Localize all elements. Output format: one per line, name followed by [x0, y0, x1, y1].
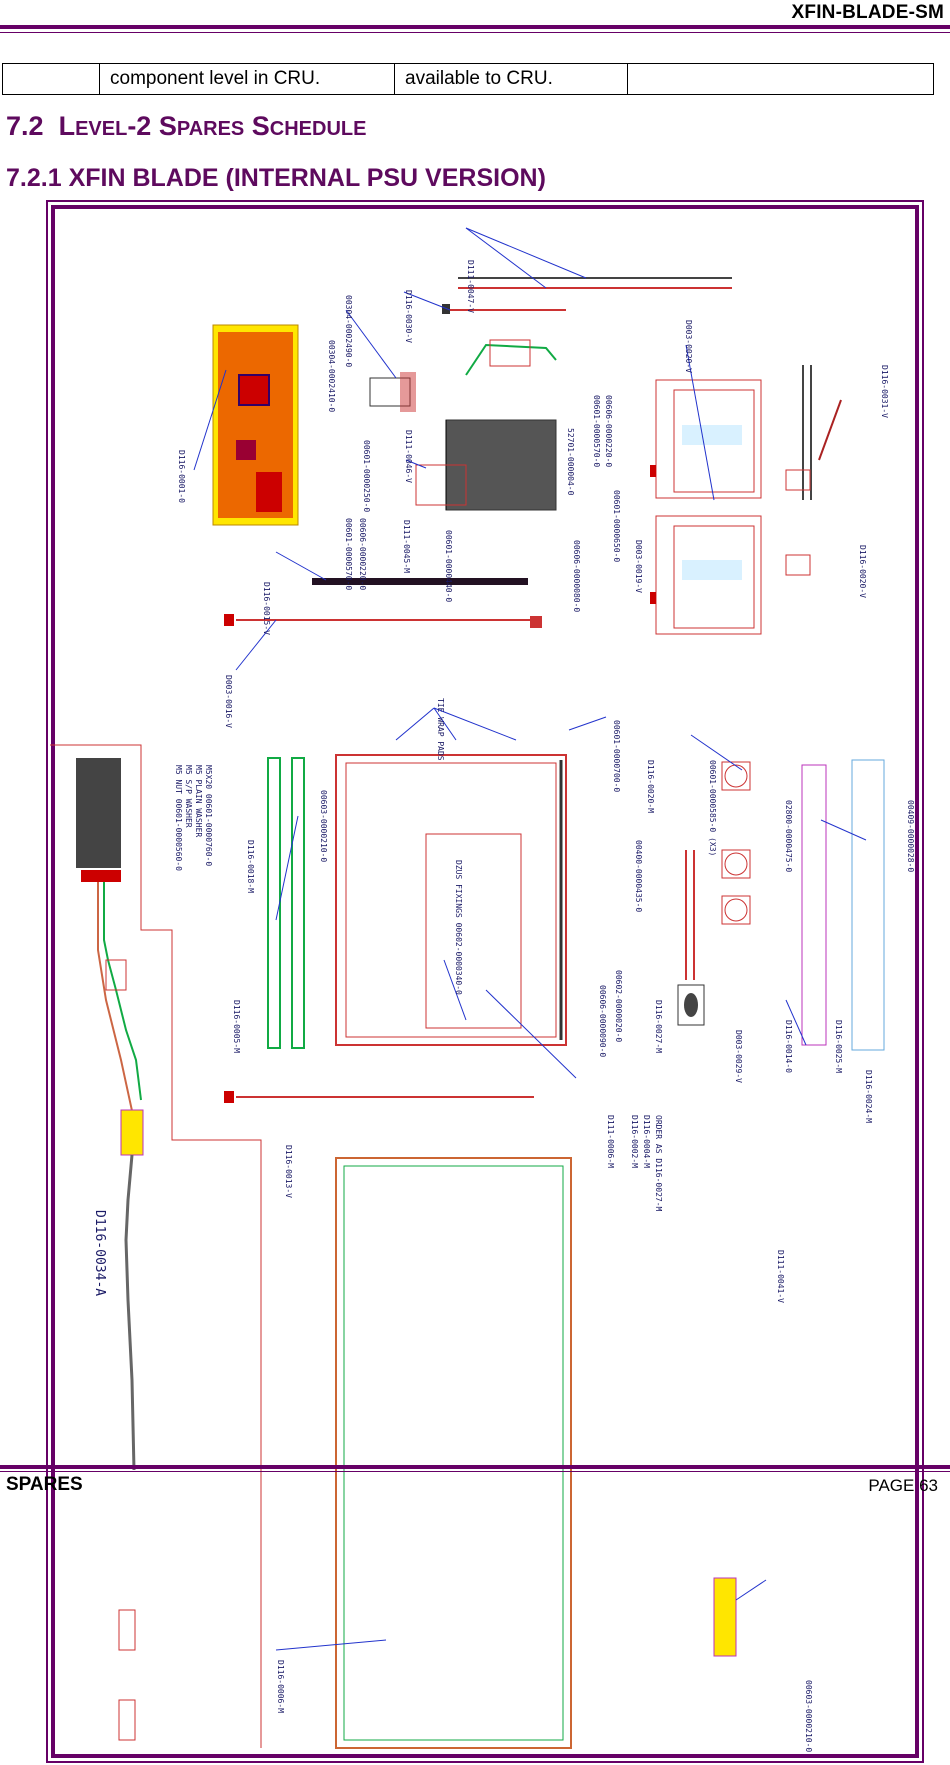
ribbon-cable [312, 578, 528, 585]
table-cell: component level in CRU. [99, 63, 395, 95]
main-pcb [212, 324, 299, 526]
part-number-label: D116-0014-0 [784, 1020, 793, 1073]
header-rule-thick [0, 25, 950, 29]
cru-table: component level in CRU. available to CRU… [2, 63, 934, 95]
part-number-label: M5 PLAIN WASHER [194, 765, 203, 837]
part-number-label: D111-0041-V [776, 1250, 785, 1303]
part-number-label: D116-0027-M [654, 1000, 663, 1053]
part-number-label: D116-0031-V [880, 365, 889, 418]
part-number-label: D116-0020-M [646, 760, 655, 813]
part-number-label: 00606-0000080-0 [572, 540, 581, 612]
part-number-label: 02800-0000475-0 [784, 800, 793, 872]
part-number-label: M5 NUT 00601-0000560-0 [174, 765, 183, 871]
document-code: XFIN-BLADE-SM [791, 2, 944, 23]
part-number-label: D003-0029-V [734, 1030, 743, 1083]
part-number-label: D116-0020-V [858, 545, 867, 598]
part-number-label: 00601-0000440-0 [444, 530, 453, 602]
drive-bay-upper [650, 379, 762, 499]
assembly-outline [50, 744, 262, 1748]
fan-assembly [721, 761, 751, 925]
part-number-label: 00603-0000210-0 [319, 790, 328, 862]
part-number-label: 00606-0000090-0 [598, 985, 607, 1057]
exploded-parts-drawing: D111-0047-V D116-0030-V 00304-0002490-0 003… [46, 200, 924, 1763]
part-number-label: 00606-0000220-0 [358, 518, 367, 590]
part-number-label: D116-0004-M [642, 1115, 651, 1168]
header-rule-thin [0, 32, 950, 33]
table-cell: available to CRU. [394, 63, 628, 95]
part-number-label: 00601-0000250-0 [362, 440, 371, 512]
section-number: 7.2 [6, 111, 44, 141]
part-number-label: D111-0045-M [402, 520, 411, 573]
interface-board [713, 1577, 737, 1657]
part-number-label: 00601-0000700-0 [612, 720, 621, 792]
part-number-label: 00601-0000585-0 (X3) [708, 760, 717, 856]
part-number-label: 00601-0000570-0 [344, 518, 353, 590]
part-number-label: D003-0016-V [224, 675, 233, 728]
footer-section-name: SPARES [6, 1474, 83, 1495]
part-number-label: D116-0018-M [246, 840, 255, 893]
slide-rail-left [267, 757, 281, 1049]
lid-panel [335, 1157, 572, 1749]
section-heading: 7.2 LEVEL-2 SPARES SCHEDULE [6, 111, 366, 142]
footer-page-number: PAGE 63 [868, 1476, 938, 1495]
part-number-label: DZUS FIXINGS 00602-0000340-0 [454, 860, 463, 995]
part-number-label: 52701-000004-0 [566, 428, 575, 496]
part-number-label: D111-0006-M [606, 1115, 615, 1168]
part-number-label: D116-0006-M [276, 1660, 285, 1713]
table-cell [627, 63, 934, 95]
part-number-label: D111-0046-V [404, 430, 413, 483]
part-number-label: D116-0030-V [404, 290, 413, 343]
slide-rail-right [291, 757, 305, 1049]
footer-rule-thin [0, 1471, 950, 1472]
part-number-label: D116-0005-M [232, 1000, 241, 1053]
front-panel-pcb [801, 764, 827, 1046]
subsection-title: XFIN BLADE (INTERNAL PSU VERSION) [68, 164, 546, 192]
part-number-label: 00304-0002490-0 [344, 295, 353, 367]
part-number-label: D116-0015-V [262, 582, 271, 635]
part-number-label: M5X20 00601-0000760-0 [204, 765, 213, 866]
part-number-label: 00603-0000210-0 [804, 1680, 813, 1752]
part-number-label: 00606-0000220-0 [604, 395, 613, 467]
part-number-label: D116-0034-A [92, 1210, 107, 1296]
part-number-label: D003-0020-V [684, 320, 693, 373]
front-bezel [851, 759, 885, 1051]
section-title: LEVEL-2 SPARES SCHEDULE [58, 111, 367, 141]
part-number-label: 00304-0002410-0 [327, 340, 336, 412]
table-row: component level in CRU. available to CRU… [2, 63, 934, 95]
part-number-label: D111-0047-V [466, 260, 475, 313]
table-cell [2, 63, 100, 95]
part-number-label: 00601-0000650-0 [612, 490, 621, 562]
part-number-label: 00409-0000028-0 [906, 800, 915, 872]
part-number-label: 00601-0000570-0 [592, 395, 601, 467]
part-number-label: D116-0001-0 [177, 450, 186, 503]
subsection-heading: 7.2.1 XFIN BLADE (INTERNAL PSU VERSION) [6, 164, 546, 193]
part-number-label: TIE WRAP PADS [436, 698, 445, 761]
part-number-label: D116-0025-M [834, 1020, 843, 1073]
footer-rule-thick [0, 1465, 950, 1469]
subsection-number: 7.2.1 [6, 164, 62, 192]
part-number-label: D116-0002-M [630, 1115, 639, 1168]
chassis-frame [335, 754, 567, 1046]
part-number-label: D116-0024-M [864, 1070, 873, 1123]
part-number-label: D003-0019-V [634, 540, 643, 593]
part-number-label: M5 S/P WASHER [184, 765, 193, 828]
part-number-label: 00602-0000020-0 [614, 970, 623, 1042]
part-number-label: 00400-0000435-0 [634, 840, 643, 912]
drive-bay-lower [650, 515, 762, 635]
psu-heatsink [76, 758, 121, 868]
part-number-label: ORDER AS D116-0027-M [654, 1115, 663, 1212]
speaker [677, 984, 705, 1026]
psu-module [415, 339, 557, 511]
part-number-label: D116-0013-V [284, 1145, 293, 1198]
